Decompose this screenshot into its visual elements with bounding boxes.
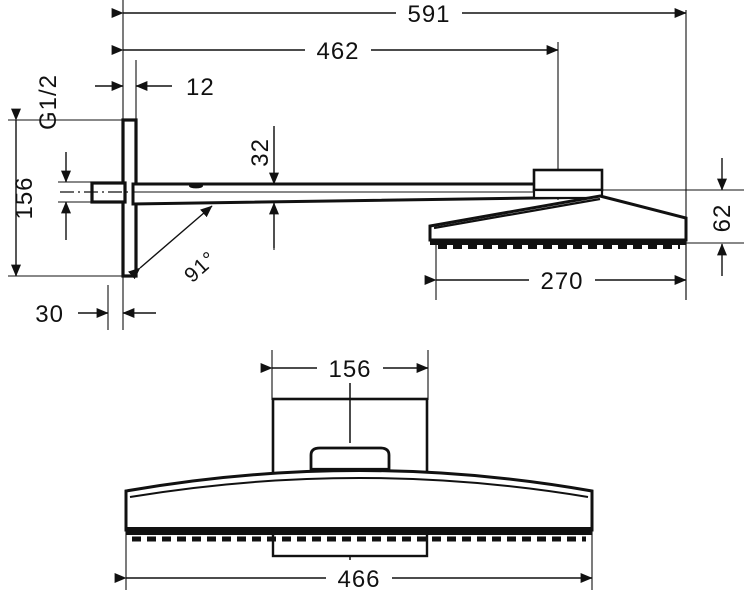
dimension-156-front: 156 xyxy=(260,356,429,383)
dim-label-270: 270 xyxy=(540,268,583,295)
shower-head-top-edge xyxy=(433,197,601,230)
annotation-g12-label: G1/2 xyxy=(35,74,62,130)
dimension-462: 462 xyxy=(111,38,559,65)
spray-face-band xyxy=(430,239,686,245)
dimension-12: 12 xyxy=(95,74,215,101)
dim-label-156-side: 156 xyxy=(11,176,38,219)
dim-label-62: 62 xyxy=(709,204,736,233)
dimension-270: 270 xyxy=(424,268,687,295)
lower-bracket-top-band xyxy=(274,527,426,535)
dim-label-591: 591 xyxy=(407,1,450,28)
dim-label-156-front: 156 xyxy=(328,356,371,383)
dimension-466: 466 xyxy=(114,566,593,593)
shower-head-front-top-edge xyxy=(129,477,589,498)
dimension-32: 32 xyxy=(247,126,279,248)
lower-bracket-front xyxy=(132,527,586,558)
arm-elbow-side xyxy=(532,168,604,200)
arm-detail-dot xyxy=(189,183,203,189)
dimension-591: 591 xyxy=(111,1,687,28)
dimension-62: 62 xyxy=(709,158,736,276)
arm-elbow-collar xyxy=(532,188,604,200)
dimension-30: 30 xyxy=(35,301,156,328)
dim-label-12: 12 xyxy=(186,74,215,101)
dim-label-462: 462 xyxy=(316,38,359,65)
shower-head-front-body xyxy=(124,469,594,532)
dim-label-bg-466 xyxy=(326,566,392,590)
arm-elbow-body xyxy=(532,168,604,192)
dim-line-91deg xyxy=(128,205,213,280)
side-elevation-view: 591 462 12 G1/2 156 xyxy=(8,0,744,330)
annotation-g12: G1/2 xyxy=(35,74,62,130)
dim-label-bg-270 xyxy=(529,268,595,292)
dim-label-bg-156-front xyxy=(317,356,383,380)
dim-label-466: 466 xyxy=(337,566,380,593)
shower-head-side xyxy=(428,194,688,249)
dim-label-bg-462 xyxy=(305,38,371,62)
dim-label-32: 32 xyxy=(247,138,274,167)
dimension-156-side: 156 xyxy=(10,108,38,277)
dim-label-30: 30 xyxy=(35,301,64,328)
dim-label-bg-591 xyxy=(396,1,462,25)
front-bottom-view: 156 xyxy=(114,350,594,593)
